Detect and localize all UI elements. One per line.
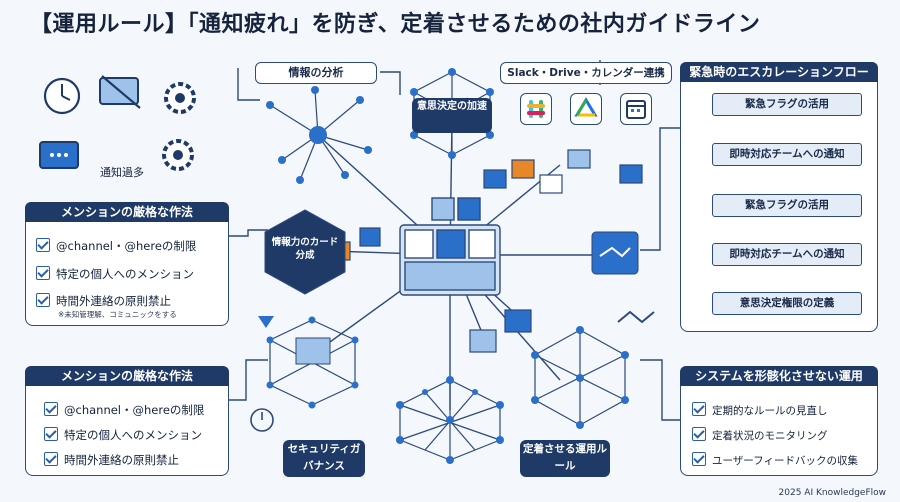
analysis-label: 情報の分析 — [255, 62, 377, 84]
card-label: 情報力のカード分成 — [271, 237, 339, 261]
checklist-item: @channel・@hereの制限 — [44, 402, 204, 418]
checklist-item: 定期的なルールの見直し — [692, 402, 828, 418]
checkbox-icon — [36, 266, 50, 280]
checkbox-icon — [692, 452, 706, 466]
rules-label: 定着させる運用ルール — [520, 440, 610, 477]
mention-rules-panel-bottom: メンションの厳格な作法 — [25, 366, 229, 476]
checkbox-icon — [36, 293, 50, 307]
mention-rules-panel-top: メンションの厳格な作法 — [25, 202, 229, 326]
calendar-icon — [620, 93, 652, 125]
checklist-item: 定着状況のモニタリング — [692, 427, 828, 443]
escalation-heading: 緊急時のエスカレーションフロー — [680, 62, 878, 82]
checklist-item: 時間外連絡の原則禁止 — [44, 452, 179, 468]
escalation-step: 緊急フラグの活用 — [712, 93, 862, 116]
escalation-step: 即時対応チームへの通知 — [712, 243, 862, 266]
footer-credit: 2025 AI KnowledgeFlow — [778, 488, 886, 498]
escalation-step: 即時対応チームへの通知 — [712, 143, 862, 166]
checkbox-icon — [36, 238, 50, 252]
page-title: 【運用ルール】「通知疲れ」を防ぎ、定着させるための社内ガイドライン — [30, 12, 761, 37]
system-heading: システムを形骸化させない運用 — [680, 366, 878, 386]
checklist-item: ユーザーフィードバックの収集 — [692, 452, 858, 468]
checkbox-icon — [44, 452, 58, 466]
system-operation-panel: システムを形骸化させない運用 — [680, 366, 878, 476]
escalation-step: 緊急フラグの活用 — [712, 194, 862, 217]
decision-label: 意思決定の加速 — [412, 98, 492, 133]
checkbox-icon — [692, 427, 706, 441]
checkbox-icon — [44, 427, 58, 441]
slack-icon — [520, 93, 552, 125]
checklist-item: 時間外連絡の原則禁止 — [36, 293, 171, 309]
drive-icon — [570, 93, 602, 125]
checklist-item: @channel・@hereの制限 — [36, 238, 196, 254]
mention-rules-heading: メンションの厳格な作法 — [25, 366, 229, 386]
mention-note: ※未知管理解、コミュニックをする — [58, 310, 177, 319]
notification-overload-label: 通知過多 — [100, 166, 144, 179]
mention-rules-heading: メンションの厳格な作法 — [25, 202, 229, 222]
checkbox-icon — [692, 402, 706, 416]
security-label: セキュリティガバナンス — [283, 440, 365, 477]
integration-label: Slack・Drive・カレンダー連携 — [500, 62, 672, 84]
checklist-item: 特定の個人へのメンション — [44, 427, 202, 443]
checkbox-icon — [44, 402, 58, 416]
checklist-item: 特定の個人へのメンション — [36, 266, 194, 282]
escalation-step: 意思決定権限の定義 — [712, 292, 862, 315]
